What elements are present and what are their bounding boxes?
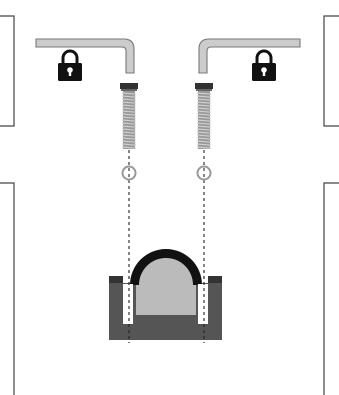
left-panel-top (0, 15, 15, 127)
thread-line (196, 107, 212, 110)
thread-line (121, 107, 137, 110)
thread-line (196, 116, 212, 119)
right-wrench-icon (198, 38, 301, 74)
thread-line (121, 140, 137, 143)
thread-line (196, 134, 212, 137)
left-washer-icon (121, 165, 137, 181)
thread-line (196, 143, 212, 146)
pipe-clamp-icon (109, 249, 222, 340)
right-panel-bottom (323, 182, 339, 395)
thread-line (196, 125, 212, 128)
thread-line (121, 101, 137, 104)
thread-line (196, 128, 212, 131)
left-screw-threads (121, 91, 137, 149)
thread-line (121, 128, 137, 131)
thread-line (121, 95, 137, 98)
thread-line (196, 95, 212, 98)
right-panel-top (323, 15, 339, 127)
thread-line (196, 137, 212, 140)
left-screw-icon (120, 83, 138, 149)
thread-line (121, 125, 137, 128)
left-panel-bottom (0, 182, 15, 395)
thread-line (121, 113, 137, 116)
thread-line (196, 122, 212, 125)
thread-line (196, 104, 212, 107)
thread-line (196, 101, 212, 104)
thread-line (196, 119, 212, 122)
thread-line (196, 110, 212, 113)
thread-line (196, 131, 212, 134)
thread-line (121, 134, 137, 137)
thread-line (121, 131, 137, 134)
thread-line (196, 140, 212, 143)
thread-line (196, 98, 212, 101)
right-screw-threads (196, 91, 212, 149)
thread-line (121, 104, 137, 107)
thread-line (121, 116, 137, 119)
thread-line (121, 137, 137, 140)
thread-line (196, 146, 212, 149)
thread-line (121, 98, 137, 101)
thread-line (121, 119, 137, 122)
thread-line (121, 110, 137, 113)
thread-line (121, 122, 137, 125)
thread-line (196, 113, 212, 116)
right-lock-icon (252, 49, 276, 81)
left-wrench-icon (35, 38, 135, 74)
right-screw-icon (195, 83, 213, 149)
left-lock-icon (58, 49, 82, 81)
thread-line (196, 92, 212, 95)
thread-line (121, 92, 137, 95)
thread-line (121, 146, 137, 149)
thread-line (121, 143, 137, 146)
right-washer-icon (196, 165, 212, 181)
